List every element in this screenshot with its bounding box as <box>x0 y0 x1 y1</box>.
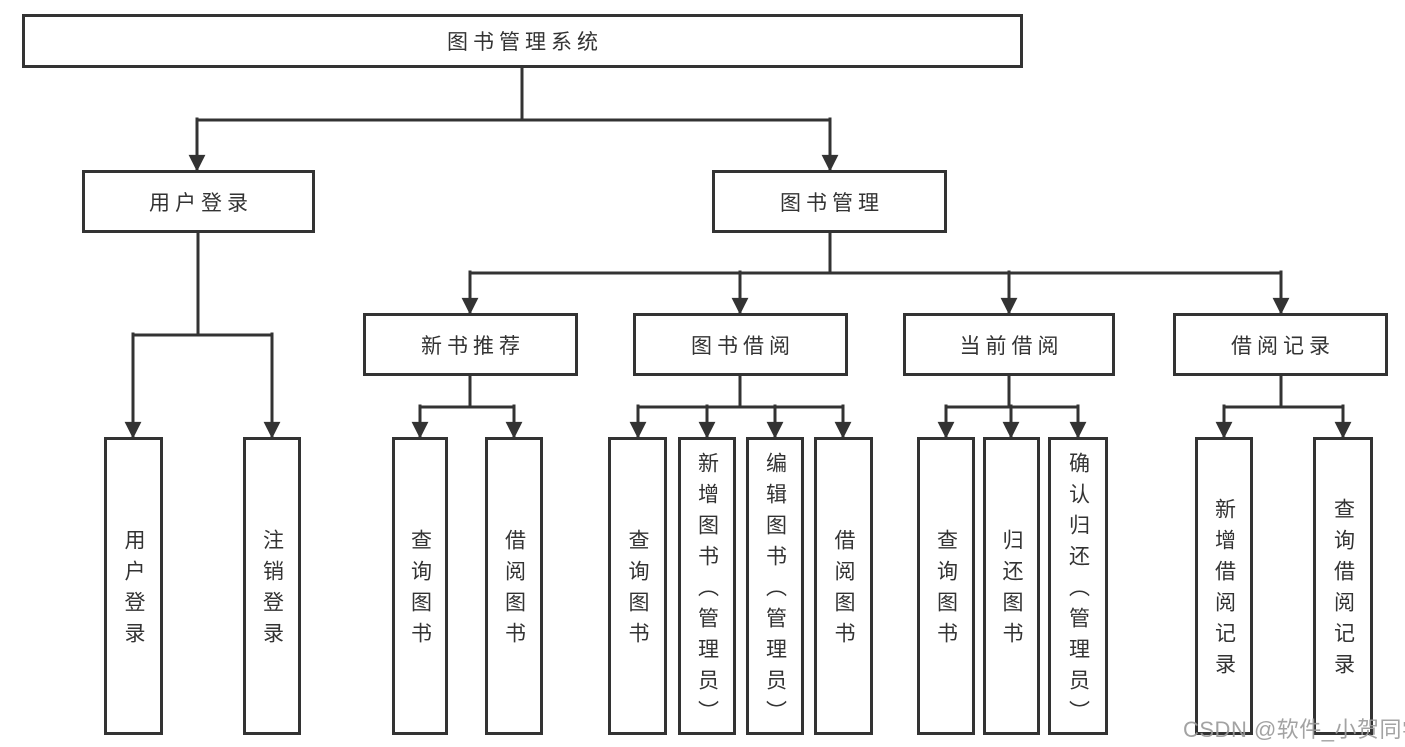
node-borrow-record: 借阅记录 <box>1173 313 1388 376</box>
node-user-login: 用户登录 <box>82 170 315 233</box>
node-root-system: 图书管理系统 <box>22 14 1023 68</box>
leaf-logout: 注销登录 <box>243 437 301 735</box>
leaf-borrow-book-recommend: 借阅图书 <box>485 437 543 735</box>
csdn-watermark: CSDN @软件_小贺同学 <box>1183 717 1405 742</box>
leaf-query-book-current: 查询图书 <box>917 437 975 735</box>
node-book-borrow: 图书借阅 <box>633 313 848 376</box>
leaf-user-login: 用户登录 <box>104 437 163 735</box>
leaf-borrow-book: 借阅图书 <box>814 437 873 735</box>
leaf-edit-book-admin: 编辑图书（管理员） <box>746 437 804 735</box>
node-current-borrow: 当前借阅 <box>903 313 1115 376</box>
leaf-query-borrow-record: 查询借阅记录 <box>1313 437 1373 735</box>
leaf-query-book-recommend: 查询图书 <box>392 437 448 735</box>
node-new-book-recommend: 新书推荐 <box>363 313 578 376</box>
node-book-management: 图书管理 <box>712 170 947 233</box>
leaf-query-book-borrow: 查询图书 <box>608 437 667 735</box>
leaf-add-borrow-record: 新增借阅记录 <box>1195 437 1253 735</box>
leaf-add-book-admin: 新增图书（管理员） <box>678 437 736 735</box>
connector-group <box>124 66 1352 439</box>
leaf-confirm-return-admin: 确认归还（管理员） <box>1048 437 1108 735</box>
leaf-return-book: 归还图书 <box>983 437 1040 735</box>
